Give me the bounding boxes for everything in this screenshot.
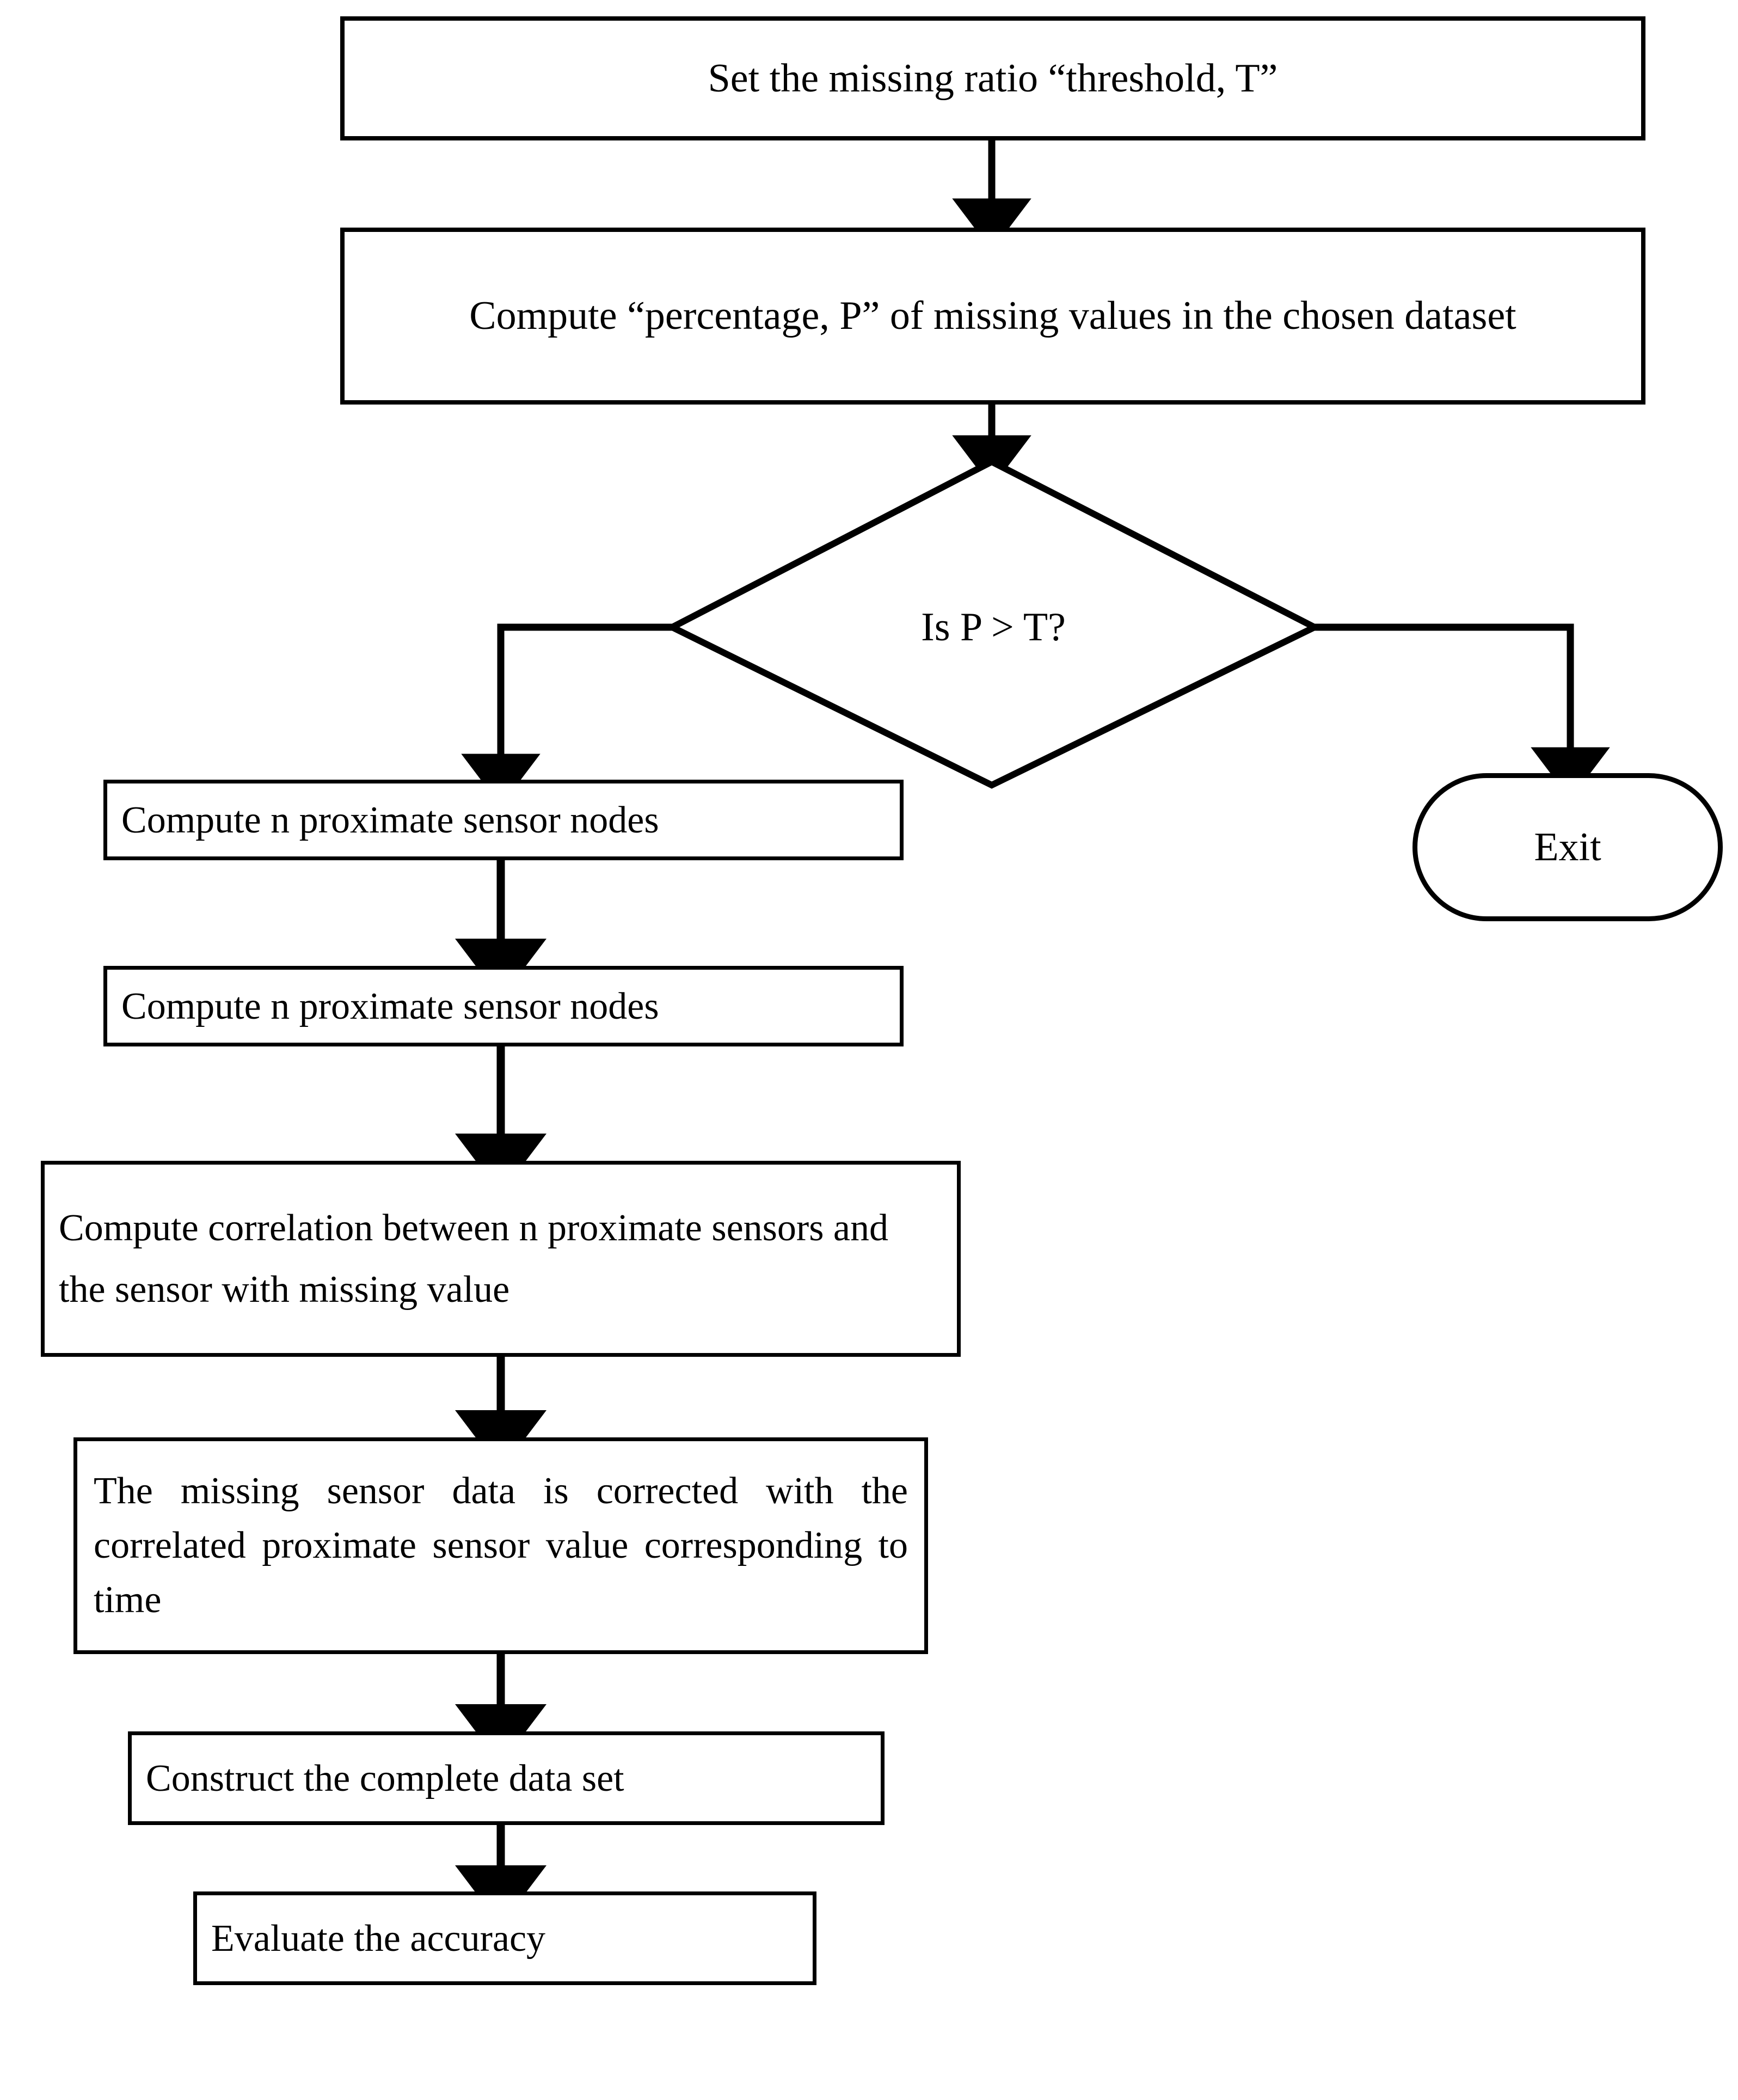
node-proximate-nodes-1[interactable]: Compute n proximate sensor nodes [103, 780, 904, 860]
node-correct-missing-data-label: The missing sensor data is corrected wit… [94, 1470, 908, 1621]
node-evaluate-accuracy[interactable]: Evaluate the accuracy [193, 1891, 816, 1985]
node-compute-correlation-label: Compute correlation between n proximate … [59, 1207, 889, 1311]
node-set-threshold[interactable]: Set the missing ratio “threshold, T” [340, 16, 1645, 140]
node-decision-is-p-gt-t[interactable]: Is P > T? [841, 595, 1146, 660]
node-correct-missing-data[interactable]: The missing sensor data is corrected wit… [73, 1437, 928, 1654]
edge-n3-n5 [461, 623, 672, 806]
node-construct-dataset[interactable]: Construct the complete data set [128, 1731, 885, 1825]
node-exit-terminal[interactable]: Exit [1412, 773, 1723, 921]
edge-n3-exit [1315, 623, 1610, 800]
node-proximate-nodes-2-label: Compute n proximate sensor nodes [121, 985, 659, 1027]
node-proximate-nodes-2[interactable]: Compute n proximate sensor nodes [103, 966, 904, 1046]
node-evaluate-accuracy-label: Evaluate the accuracy [211, 1917, 546, 1960]
node-compute-correlation[interactable]: Compute correlation between n proximate … [41, 1161, 961, 1357]
node-compute-percentage[interactable]: Compute “percentage, P” of missing value… [340, 228, 1645, 405]
node-proximate-nodes-1-label: Compute n proximate sensor nodes [121, 799, 659, 841]
node-construct-dataset-label: Construct the complete data set [146, 1757, 624, 1799]
node-compute-percentage-label: Compute “percentage, P” of missing value… [469, 293, 1516, 339]
node-set-threshold-label: Set the missing ratio “threshold, T” [708, 56, 1278, 101]
node-decision-label: Is P > T? [921, 604, 1066, 650]
node-exit-label: Exit [1534, 824, 1601, 870]
